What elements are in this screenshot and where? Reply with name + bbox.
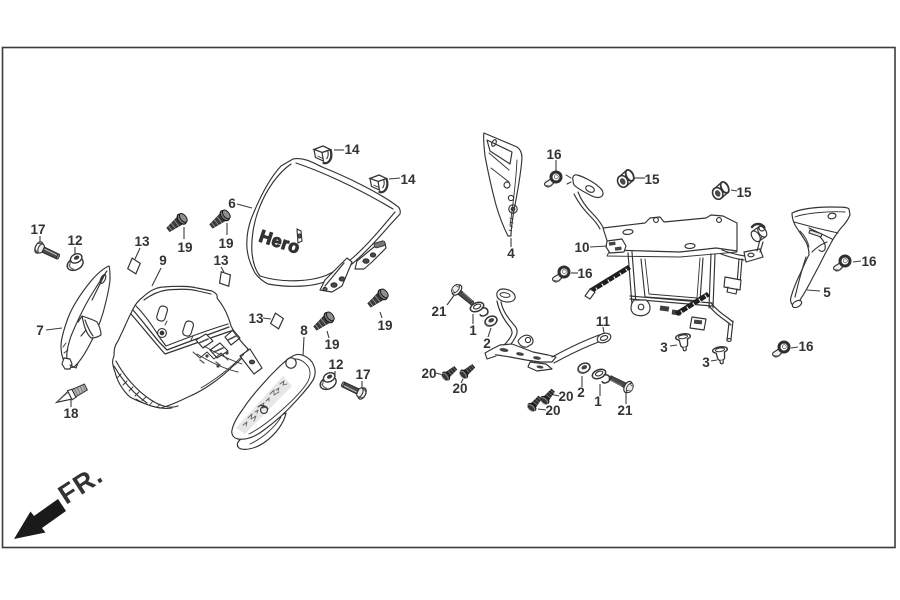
svg-text:16: 16 — [577, 266, 593, 281]
svg-text:12: 12 — [328, 357, 343, 372]
svg-text:16: 16 — [798, 339, 814, 354]
svg-text:16: 16 — [546, 147, 562, 162]
svg-text:19: 19 — [377, 318, 392, 333]
svg-text:19: 19 — [324, 337, 339, 352]
svg-text:15: 15 — [736, 185, 752, 200]
svg-text:2: 2 — [577, 385, 585, 400]
svg-text:15: 15 — [644, 172, 660, 187]
svg-text:20: 20 — [558, 389, 573, 404]
svg-text:13: 13 — [248, 311, 264, 326]
svg-text:21: 21 — [617, 403, 633, 418]
svg-text:18: 18 — [63, 406, 79, 421]
svg-text:20: 20 — [452, 381, 467, 396]
svg-text:7: 7 — [36, 323, 44, 338]
svg-text:17: 17 — [30, 222, 45, 237]
svg-text:1: 1 — [594, 394, 602, 409]
svg-text:3: 3 — [702, 355, 710, 370]
svg-text:6: 6 — [228, 196, 236, 211]
svg-text:20: 20 — [545, 403, 560, 418]
svg-text:19: 19 — [218, 236, 233, 251]
svg-text:11: 11 — [596, 314, 611, 329]
svg-text:17: 17 — [355, 367, 370, 382]
svg-text:4: 4 — [507, 246, 515, 261]
svg-text:14: 14 — [400, 172, 416, 187]
svg-text:10: 10 — [574, 240, 589, 255]
svg-text:13: 13 — [213, 253, 229, 268]
svg-text:9: 9 — [159, 253, 167, 268]
svg-text:13: 13 — [134, 234, 150, 249]
svg-text:5: 5 — [823, 285, 831, 300]
svg-text:3: 3 — [660, 340, 668, 355]
svg-text:20: 20 — [421, 366, 436, 381]
svg-text:21: 21 — [431, 304, 447, 319]
svg-text:2: 2 — [483, 336, 491, 351]
svg-text:14: 14 — [344, 142, 360, 157]
svg-text:16: 16 — [861, 254, 877, 269]
svg-text:12: 12 — [67, 233, 82, 248]
svg-text:19: 19 — [177, 240, 192, 255]
svg-text:8: 8 — [300, 323, 308, 338]
svg-text:1: 1 — [469, 323, 477, 338]
